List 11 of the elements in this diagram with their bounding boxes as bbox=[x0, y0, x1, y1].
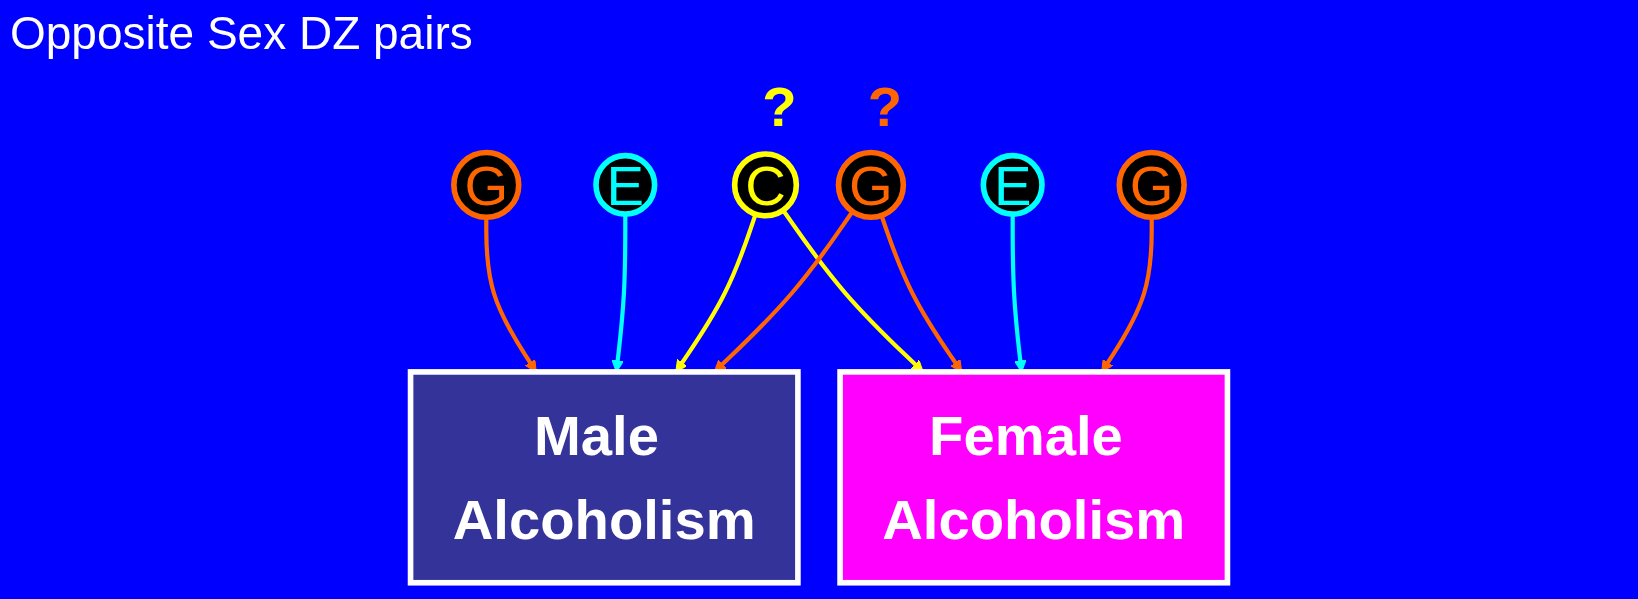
node-circle: G bbox=[451, 149, 522, 221]
question-mark: ? bbox=[762, 74, 797, 138]
node-circle: G bbox=[1116, 149, 1187, 221]
diagram-title: Opposite Sex DZ pairs bbox=[10, 6, 473, 60]
node-circle: G bbox=[835, 149, 907, 221]
node-box: Male Alcoholism bbox=[407, 369, 801, 586]
node-circle: C bbox=[731, 151, 800, 219]
node-circle: E bbox=[980, 152, 1045, 217]
node-circle: E bbox=[593, 152, 658, 217]
node-box: Female Alcoholism bbox=[837, 369, 1231, 586]
question-mark: ? bbox=[867, 74, 903, 138]
